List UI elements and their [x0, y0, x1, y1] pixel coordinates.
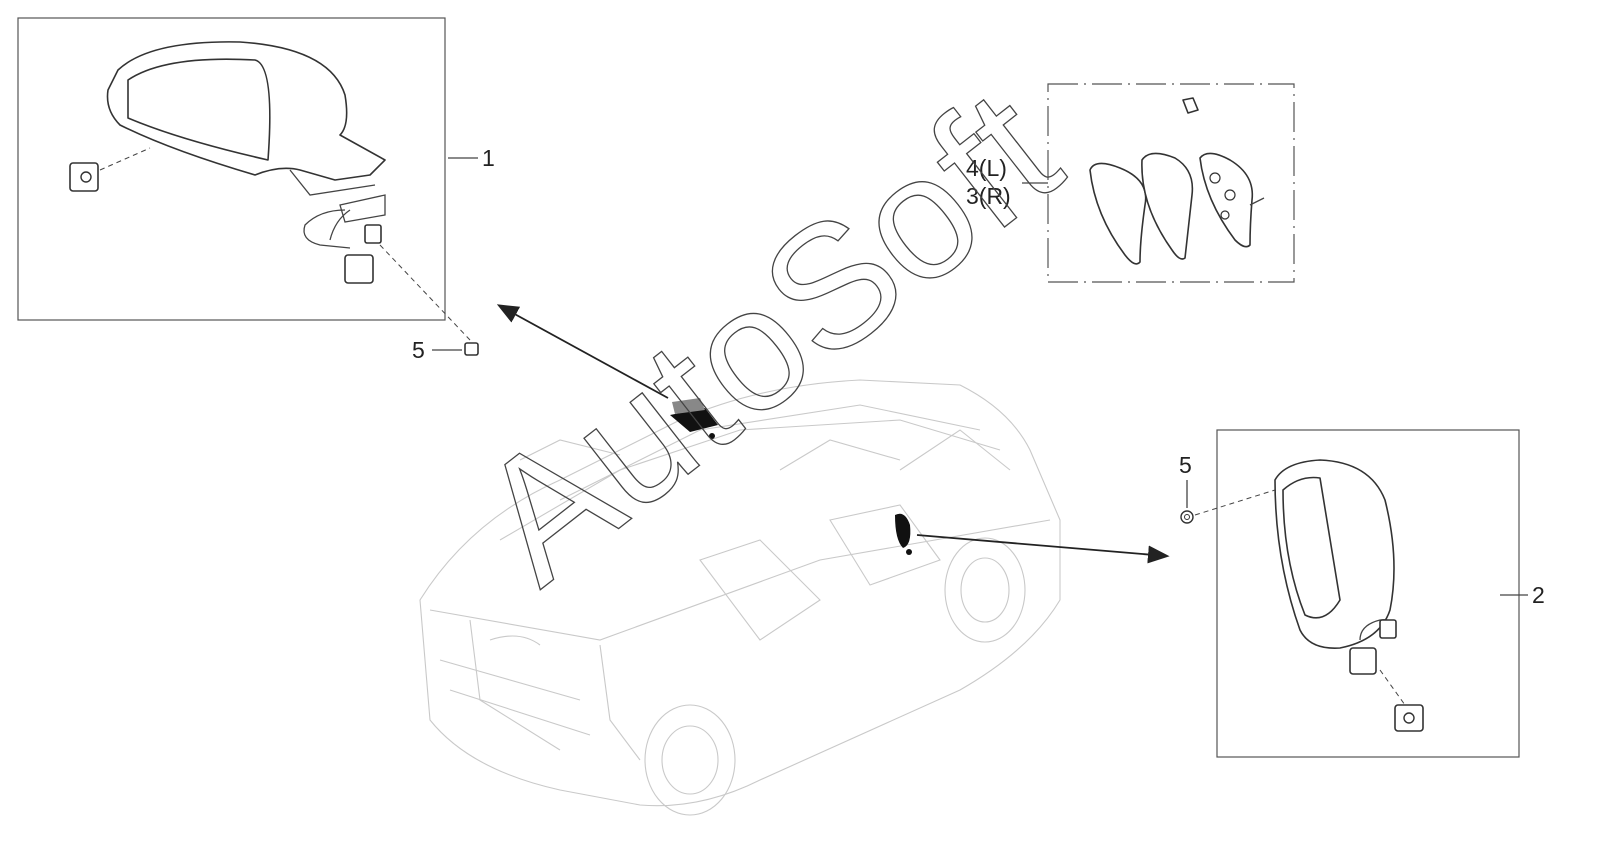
left-mirror-location [670, 398, 718, 439]
vehicle-outline [419, 379, 1061, 816]
mirror-backing-plate [1199, 152, 1254, 248]
left-mirror-nut [464, 342, 479, 356]
right-mirror-location [895, 513, 912, 555]
left-mirror-connector [344, 254, 374, 284]
callout-3-right: 3(R) [966, 183, 1011, 209]
mirror-glass-detail-box [1047, 83, 1295, 283]
callout-2: 2 [1532, 582, 1545, 608]
callout-1: 1 [482, 145, 495, 171]
right-mirror-connector [1349, 647, 1377, 675]
right-mirror-nut [1180, 510, 1194, 524]
callout-5-right: 5 [1179, 452, 1192, 478]
mirror-glass-inner [1141, 152, 1194, 260]
left-mirror-detail-box [17, 17, 471, 341]
autosoft-watermark: AutoSoft [443, 53, 1092, 620]
arrow-to-left-mirror-detail [496, 304, 669, 399]
right-mirror-detail-box [1180, 429, 1520, 758]
mirror-glass-outer [1089, 162, 1147, 265]
arrow-to-right-mirror-detail [916, 534, 1170, 564]
left-mirror-harness [303, 209, 351, 249]
callout-4-left: 4(L) [966, 155, 1007, 181]
mirror-glass-clip [1182, 97, 1199, 114]
callout-5-left: 5 [412, 337, 425, 363]
